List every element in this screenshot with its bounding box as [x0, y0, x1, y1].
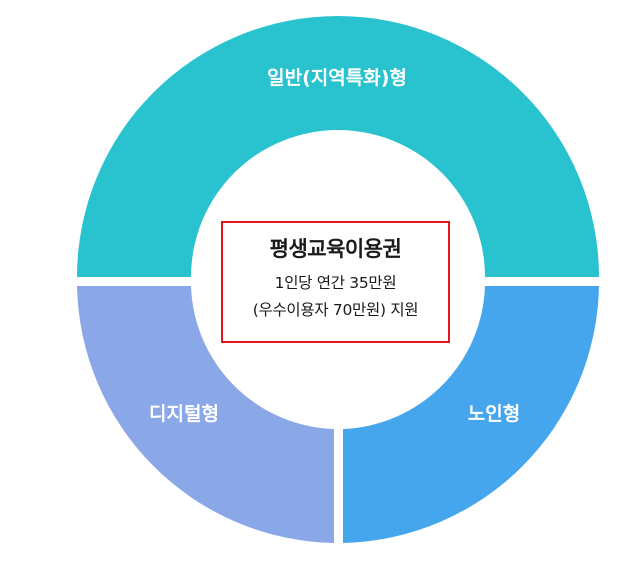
- center-amount-line: 1인당 연간 35만원: [274, 274, 397, 292]
- segment-label-digital: 디지털형: [149, 403, 219, 425]
- segment-digital: [77, 286, 334, 543]
- center-info-box: 평생교육이용권 1인당 연간 35만원 (우수이용자 70만원) 지원: [221, 221, 450, 343]
- segment-label-senior: 노인형: [468, 403, 520, 425]
- segment-senior: [343, 286, 599, 543]
- segment-general-regional: [77, 16, 599, 277]
- center-note-line: (우수이용자 70만원) 지원: [252, 301, 419, 319]
- segment-label-general: 일반(지역특화)형: [267, 67, 407, 89]
- center-title: 평생교육이용권: [269, 237, 402, 261]
